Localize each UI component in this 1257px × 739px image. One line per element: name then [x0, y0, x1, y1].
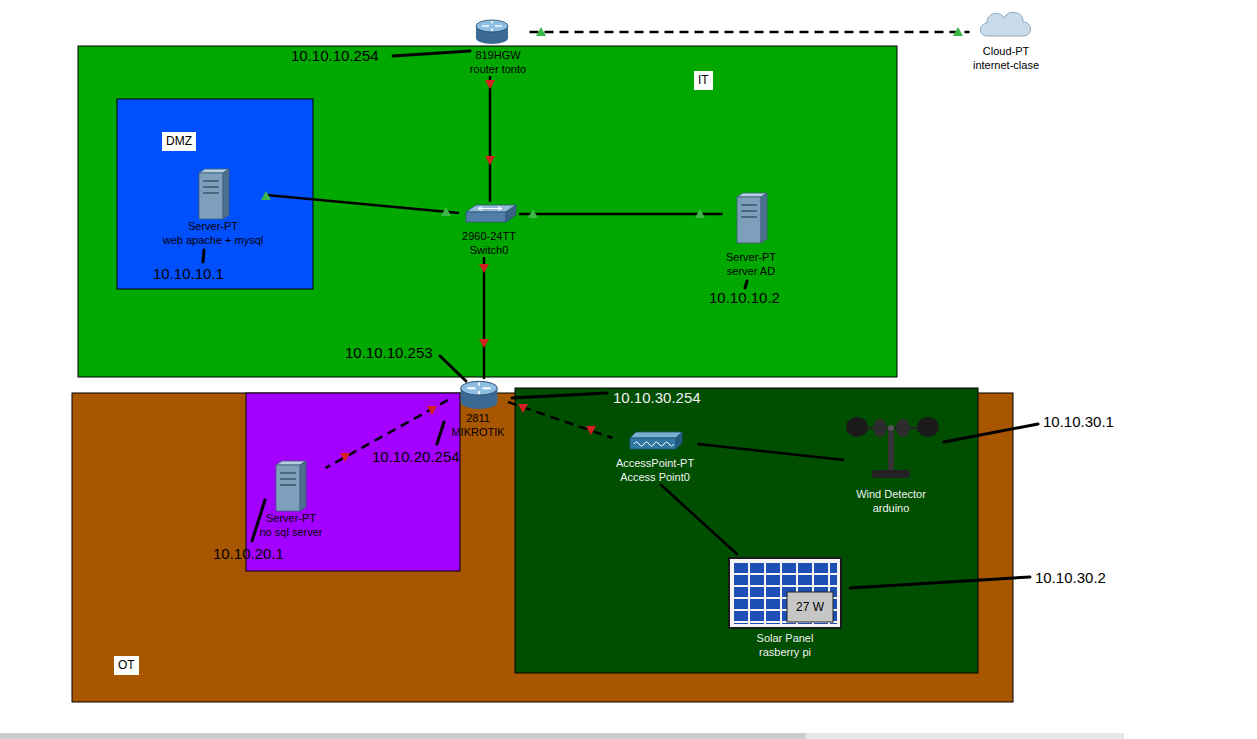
device-name: web apache + mysql — [163, 233, 264, 247]
device-type: 2960-24TT — [462, 229, 516, 243]
router-icon — [461, 381, 498, 409]
switch-icon — [466, 205, 516, 222]
device-type: Cloud-PT — [983, 44, 1029, 58]
device-type: Server-PT — [188, 219, 238, 233]
zone-label: DMZ — [162, 132, 196, 151]
server-device: Server-PTno sql server — [257, 458, 326, 539]
zone-label: OT — [114, 656, 139, 675]
device-name: MIKROTIK — [451, 425, 504, 439]
scrollbar-track — [0, 733, 1124, 739]
ip-address: 10.10.10.254 — [291, 47, 379, 64]
network-link — [508, 402, 613, 438]
router-icon — [476, 20, 508, 44]
ip-leader-lines — [203, 51, 1038, 588]
zone-label: IT — [694, 71, 713, 90]
scrollbar-thumb — [0, 733, 806, 739]
ip-address: 10.10.20.1 — [213, 545, 284, 562]
cloud-device: Cloud-PTinternet-clase — [970, 8, 1043, 72]
dmz-zone-fill — [117, 99, 313, 289]
access-point-device: AccessPoint-PTAccess Point0 — [613, 428, 698, 484]
server-zone-fill — [246, 393, 460, 571]
device-type: 2811 — [466, 411, 490, 425]
solar-panel-device: 27 W Solar Panelrasberry pi — [727, 555, 843, 659]
ip-address: 10.10.30.254 — [613, 389, 701, 406]
network-link — [530, 31, 970, 34]
server-icon — [276, 461, 306, 511]
device-type: Server-PT — [726, 250, 776, 264]
ip-address: 10.10.10.1 — [153, 265, 224, 282]
cloud-icon — [980, 12, 1030, 36]
network-link — [483, 257, 486, 379]
device-name: Solar Panel — [757, 631, 814, 645]
network-link — [519, 213, 723, 216]
device-type: AccessPoint-PT — [616, 456, 694, 470]
device-name: arduino — [873, 501, 910, 515]
network-zone: DMZ Server-PTweb apache + mysql — [117, 99, 313, 289]
device-name: server AD — [727, 264, 775, 278]
network-zone: ITDMZServer-PTweb apache + mysql2960-24T… — [78, 46, 897, 377]
server-device: Server-PTserver AD — [723, 190, 780, 278]
ip-address: 10.10.30.1 — [1043, 413, 1114, 430]
ip-address: 10.10.30.2 — [1035, 569, 1106, 586]
solar-panel-icon — [729, 558, 841, 628]
device-name: Switch0 — [470, 243, 509, 257]
anemometer-icon — [846, 417, 939, 478]
device-name: internet-clase — [973, 58, 1039, 72]
server-icon — [737, 193, 767, 243]
server-device: Server-PTweb apache + mysql — [160, 166, 267, 247]
field-zone-fill — [515, 388, 978, 673]
network-link — [489, 76, 492, 202]
device-name: router tonto — [470, 62, 526, 76]
router-device: 2811MIKROTIK — [448, 379, 508, 439]
ip-address: 10.10.10.253 — [345, 344, 433, 361]
link-down-lights — [340, 80, 596, 462]
device-type: Wind Detector — [856, 487, 926, 501]
device-type: 819HGW — [475, 48, 520, 62]
device-name: Access Point0 — [620, 470, 690, 484]
server-icon — [199, 169, 229, 219]
ip-address: 10.10.20.254 — [372, 448, 460, 465]
network-link — [660, 484, 738, 555]
sensor-device: Wind Detectorarduino — [844, 413, 938, 515]
network-link — [267, 195, 460, 213]
power-reading: 27 W — [787, 592, 833, 622]
device-name: no sql server — [260, 525, 323, 539]
router-device: 819HGWrouter tonto — [467, 16, 530, 76]
switch-device: 2960-24TTSwitch0 — [459, 202, 519, 257]
access-point-icon — [630, 432, 682, 449]
device-type: Server-PT — [266, 511, 316, 525]
network-link — [698, 444, 845, 460]
link-up-lights — [261, 27, 963, 218]
device-name: rasberry pi — [759, 645, 811, 659]
ip-address: 10.10.10.2 — [709, 289, 780, 306]
it-zone-fill — [78, 46, 897, 377]
